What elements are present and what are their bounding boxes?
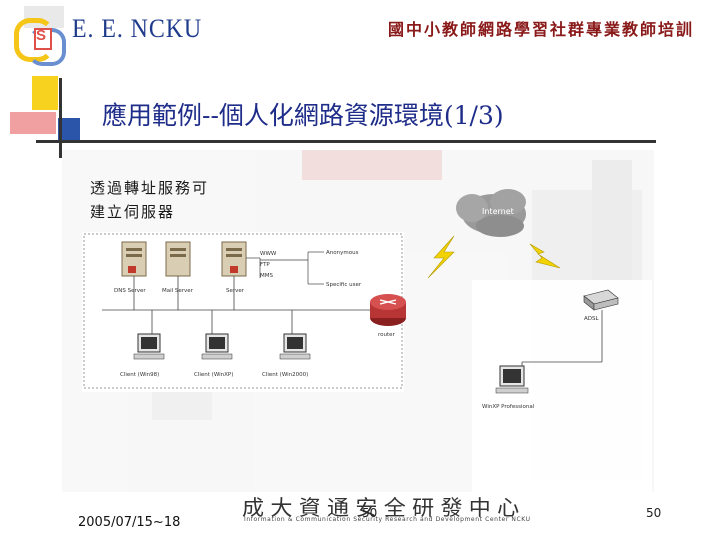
service-links: [246, 251, 324, 285]
description-line-1: 透過轉址服務可: [90, 179, 210, 197]
logo-letter: S: [36, 27, 47, 44]
footer-org-subtitle: Information & Communication Security Res…: [244, 516, 531, 523]
service-www: WWW: [260, 251, 277, 257]
user-specific: Specific user: [326, 282, 362, 288]
internet-label: Internet: [482, 207, 514, 216]
blue-block: [58, 118, 80, 142]
client-win2000-icon: [279, 333, 311, 360]
footer-org-name: 成大資通安全研發中心: [242, 496, 526, 520]
adsl-modem-icon: [583, 289, 619, 311]
title-vertical-line: [59, 78, 62, 158]
slide-title: 應用範例--個人化網路資源環境(1/3): [102, 101, 504, 130]
router-icon: [370, 294, 406, 326]
router-label: router: [378, 332, 396, 338]
slide-description: 透過轉址服務可 建立伺服器: [90, 176, 209, 224]
remote-client-icon: [495, 365, 529, 394]
footer-date: 2005/07/15~18: [78, 515, 181, 530]
mail-server-icon: [165, 241, 191, 277]
lightning-icon-left: [427, 235, 455, 279]
logo-mark: S: [10, 6, 66, 66]
client-label-win98: Client (Win98): [120, 372, 159, 378]
remote-client-label: WinXP Professional: [482, 404, 535, 410]
web-server-icon: [221, 241, 247, 277]
service-mms: MMS: [260, 273, 273, 279]
server-label-web: Server: [226, 288, 245, 294]
user-anonymous: Anonymous: [326, 250, 359, 256]
dns-server-icon: [121, 241, 147, 277]
pink-block: [10, 112, 56, 134]
header-title: 國中小教師網路學習社群專業教師培訓: [388, 20, 695, 39]
client-label-winxp: Client (WinXP): [194, 372, 233, 378]
client-winxp-icon: [201, 333, 233, 360]
footer-page-number: 50: [646, 506, 662, 520]
client-win98-icon: [133, 333, 165, 360]
description-line-2: 建立伺服器: [90, 203, 176, 221]
service-ftp: FTP: [260, 262, 270, 268]
server-label-dns: DNS Server: [114, 288, 146, 294]
network-diagram: Internet DNS Server Mail Server Server W…: [62, 150, 654, 492]
internet-cloud-icon: [456, 189, 526, 237]
title-underline: [36, 140, 656, 143]
footer-center-number: 50: [362, 506, 378, 520]
lightning-icon-right: [529, 243, 561, 269]
yellow-block: [32, 76, 58, 110]
client-label-win2000: Client (Win2000): [262, 372, 308, 378]
logo-text: E. E. NCKU: [72, 14, 203, 43]
adsl-label: ADSL: [584, 316, 599, 322]
